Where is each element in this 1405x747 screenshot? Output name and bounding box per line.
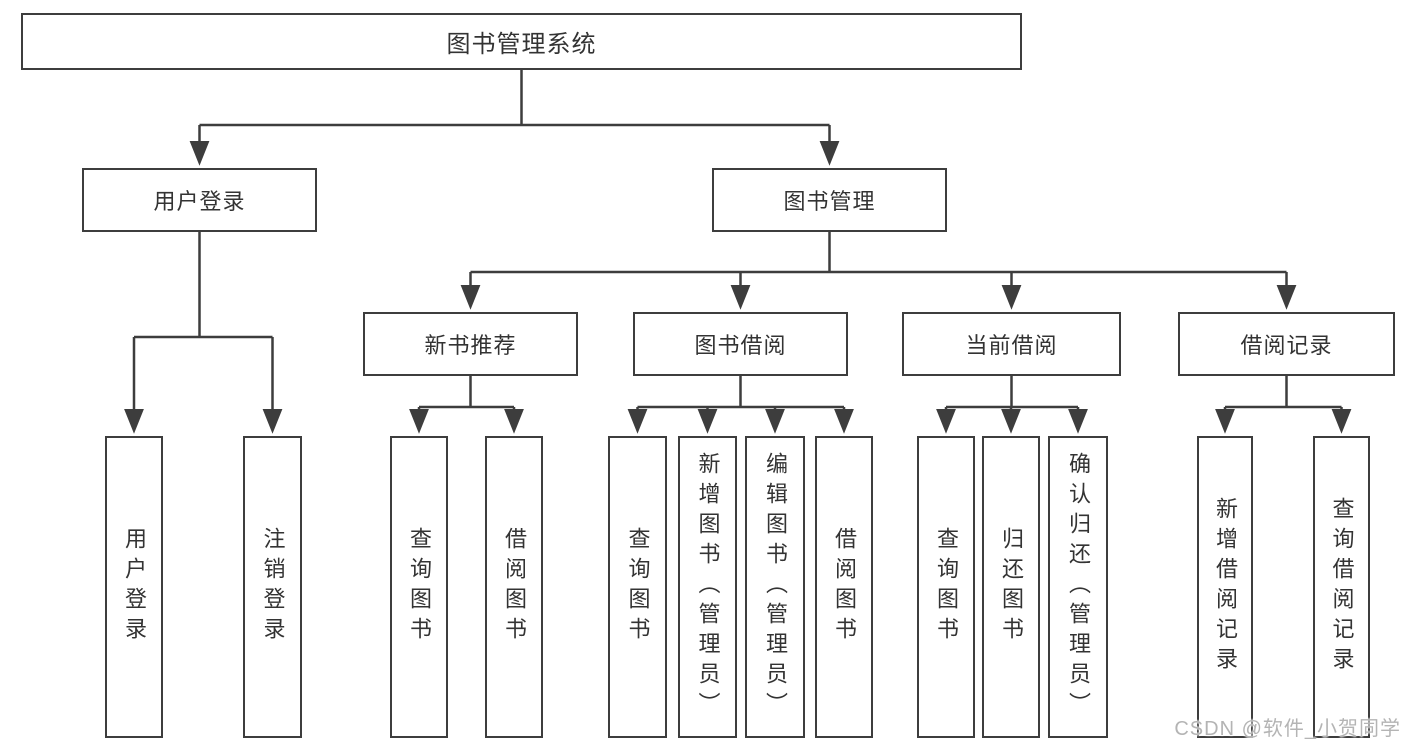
leaf-current-return-books: 归还图书 (982, 436, 1040, 738)
leaf-logout: 注销登录 (243, 436, 302, 738)
node-label: 借阅记录 (1240, 333, 1333, 358)
leaf-current-query-books: 查询图书 (917, 436, 975, 738)
node-label: 新增借阅记录 (1213, 497, 1238, 677)
node-label: 用户登录 (122, 527, 147, 647)
node-label: 借阅图书 (502, 527, 527, 647)
node-label: 用户登录 (153, 189, 246, 214)
node-book-borrowing: 图书借阅 (633, 312, 848, 376)
leaf-user-login: 用户登录 (105, 436, 163, 738)
node-label: 注销登录 (260, 527, 286, 647)
node-label: 借阅图书 (832, 527, 857, 647)
leaf-borrow-add-books-admin: 新增图书（管理员） (678, 436, 737, 738)
node-label: 查询借阅记录 (1329, 497, 1355, 677)
node-book-management: 图书管理 (712, 168, 947, 232)
node-new-book-recommendation: 新书推荐 (363, 312, 578, 376)
node-borrowing-records: 借阅记录 (1178, 312, 1395, 376)
leaf-recommend-borrow-books: 借阅图书 (485, 436, 543, 738)
node-label: 查询图书 (934, 527, 959, 647)
leaf-recommend-query-books: 查询图书 (390, 436, 448, 738)
leaf-current-confirm-return-admin: 确认归还（管理员） (1048, 436, 1108, 738)
node-label: 确认归还（管理员） (1066, 452, 1091, 722)
leaf-borrow-edit-books-admin: 编辑图书（管理员） (745, 436, 805, 738)
node-label: 图书管理 (783, 189, 876, 214)
node-label: 查询图书 (407, 527, 432, 647)
node-label: 查询图书 (625, 527, 651, 647)
node-label: 编辑图书（管理员） (763, 452, 788, 722)
leaf-borrow-query-books: 查询图书 (608, 436, 667, 738)
node-library-system: 图书管理系统 (21, 13, 1022, 70)
node-label: 归还图书 (999, 527, 1024, 647)
node-label: 图书借阅 (694, 333, 787, 358)
csdn-watermark: CSDN @软件_小贺同学 (1174, 718, 1401, 740)
leaf-records-add-record: 新增借阅记录 (1197, 436, 1253, 738)
node-label: 新增图书（管理员） (695, 452, 721, 722)
node-user-login: 用户登录 (82, 168, 317, 232)
node-label: 图书管理系统 (446, 31, 597, 58)
leaf-borrow-borrow-books: 借阅图书 (815, 436, 873, 738)
node-current-borrowing: 当前借阅 (902, 312, 1121, 376)
leaf-records-query-record: 查询借阅记录 (1313, 436, 1370, 738)
node-label: 新书推荐 (424, 333, 517, 358)
node-label: 当前借阅 (965, 333, 1058, 358)
